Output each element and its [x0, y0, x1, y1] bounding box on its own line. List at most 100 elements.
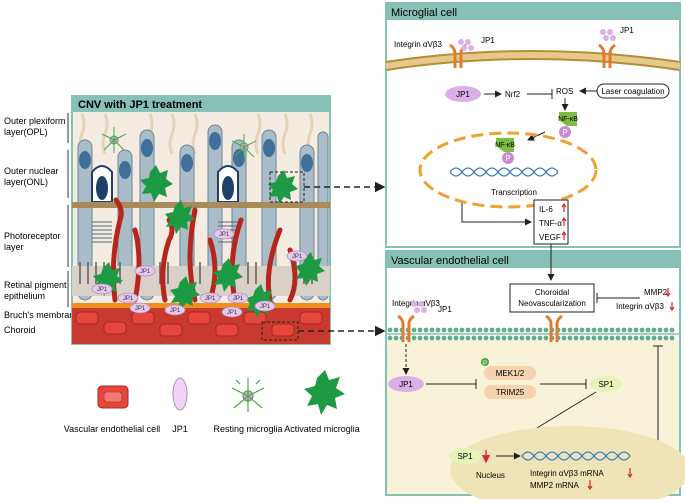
membrane-bead: [417, 327, 423, 333]
svg-text:JP1: JP1: [97, 287, 108, 293]
membrane-bead: [531, 327, 537, 333]
svg-text:JP1: JP1: [292, 254, 303, 260]
membrane-bead: [501, 327, 507, 333]
membrane-bead: [495, 335, 501, 341]
membrane-bead: [561, 327, 567, 333]
membrane-bead: [465, 335, 471, 341]
membrane-bead: [519, 327, 525, 333]
tnf-label: TNF-α: [539, 219, 562, 228]
membrane-bead: [447, 335, 453, 341]
membrane-bead: [489, 327, 495, 333]
nfkb-a-shape: [559, 112, 577, 126]
microglia-integrin-label: Integrin αVβ3: [394, 40, 442, 49]
membrane-bead: [495, 327, 501, 333]
membrane-bead: [639, 335, 645, 341]
membrane-bead: [483, 327, 489, 333]
microglia-jp1-b: JP1: [620, 26, 634, 35]
membrane-bead: [411, 327, 417, 333]
microglia-nucleus: [418, 131, 598, 209]
legend-resting-swatch: [231, 378, 265, 412]
zoom-box-microglia: [269, 171, 305, 203]
membrane-bead: [663, 335, 669, 341]
membrane-bead: [459, 327, 465, 333]
mmp2-label: MMP2: [644, 288, 668, 297]
membrane-bead: [513, 335, 519, 341]
endothelial-dna: [521, 451, 631, 461]
membrane-bead: [657, 327, 663, 333]
svg-text:JP1: JP1: [205, 296, 216, 302]
transcription-label: Transcription: [491, 188, 537, 197]
membrane-bead: [627, 335, 633, 341]
svg-text:NF-κB: NF-κB: [495, 142, 515, 149]
sp1-nucleus-node: [449, 448, 481, 464]
membrane-bead: [435, 327, 441, 333]
membrane-bead: [465, 327, 471, 333]
svg-text:JP1: JP1: [399, 380, 413, 389]
membrane-bead: [663, 327, 669, 333]
membrane-bead: [423, 335, 429, 341]
membrane-bead: [567, 335, 573, 341]
svg-text:P: P: [562, 128, 567, 137]
legend-activated-swatch: [304, 370, 345, 415]
membrane-bead: [669, 335, 675, 341]
svg-text:P: P: [483, 361, 487, 367]
mek-node: [484, 366, 536, 380]
svg-text:JP1: JP1: [456, 90, 470, 99]
membrane-bead: [633, 335, 639, 341]
retina-activated-microglia: [93, 165, 325, 318]
legend-activated-label: Activated microglia: [284, 424, 360, 434]
endothelial-membrane: [387, 327, 679, 341]
outer-limiting-membrane: [72, 202, 330, 208]
membrane-bead: [459, 335, 465, 341]
il6-label: IL-6: [539, 205, 553, 214]
sp1-node: [590, 376, 622, 392]
membrane-bead: [621, 327, 627, 333]
membrane-bead: [645, 335, 651, 341]
membrane-bead: [435, 335, 441, 341]
microglia-jp1-node: [445, 86, 481, 102]
endo-jp1-node: [388, 376, 424, 392]
membrane-bead: [525, 335, 531, 341]
endothelial-panel: Vascular endothelial cell Choroidal Neov…: [385, 244, 685, 504]
nrf2-inhibits-ros: [527, 89, 553, 99]
opl-text: Outer plexiform: [4, 116, 66, 126]
bruchs-membrane: [72, 303, 330, 308]
ros-label: ROS: [556, 87, 573, 96]
membrane-bead: [453, 327, 459, 333]
membrane-bead: [603, 327, 609, 333]
membrane-bead: [657, 335, 663, 341]
membrane-bead: [651, 327, 657, 333]
membrane-bead: [585, 335, 591, 341]
cnv-line2: Neovascularization: [518, 299, 586, 308]
svg-text:JP1: JP1: [123, 296, 134, 302]
nucleus-label: Nucleus: [476, 471, 505, 480]
membrane-bead: [507, 335, 513, 341]
membrane-bead: [645, 327, 651, 333]
trim25-node: [484, 385, 536, 399]
membrane-bead: [591, 327, 597, 333]
endothelial-nucleus: [450, 426, 685, 504]
retina-jp1-ovals: [91, 228, 308, 318]
membrane-bead: [573, 335, 579, 341]
svg-text:MEK1/2: MEK1/2: [496, 369, 525, 378]
microglia-panel: Microglial cell Integrin αVβ3 JP1 JP1 JP…: [385, 2, 681, 248]
membrane-bead: [591, 335, 597, 341]
vegf-label: VEGF: [539, 233, 561, 242]
membrane-bead: [615, 327, 621, 333]
membrane-bead: [441, 327, 447, 333]
endo-jp1-top: JP1: [438, 305, 452, 314]
membrane-bead: [543, 335, 549, 341]
membrane-bead: [543, 327, 549, 333]
legend-endothelial-label: Vascular endothelial cell: [64, 424, 160, 434]
nfkb-b-shape: [496, 138, 514, 152]
svg-text:SP1: SP1: [457, 452, 473, 461]
layer-label-bruch: Bruch's membrane: [4, 310, 79, 320]
microglia-dna: [449, 167, 559, 177]
membrane-bead: [393, 327, 399, 333]
membrane-bead: [531, 335, 537, 341]
membrane-bead: [597, 327, 603, 333]
cnv-box: [509, 283, 595, 313]
